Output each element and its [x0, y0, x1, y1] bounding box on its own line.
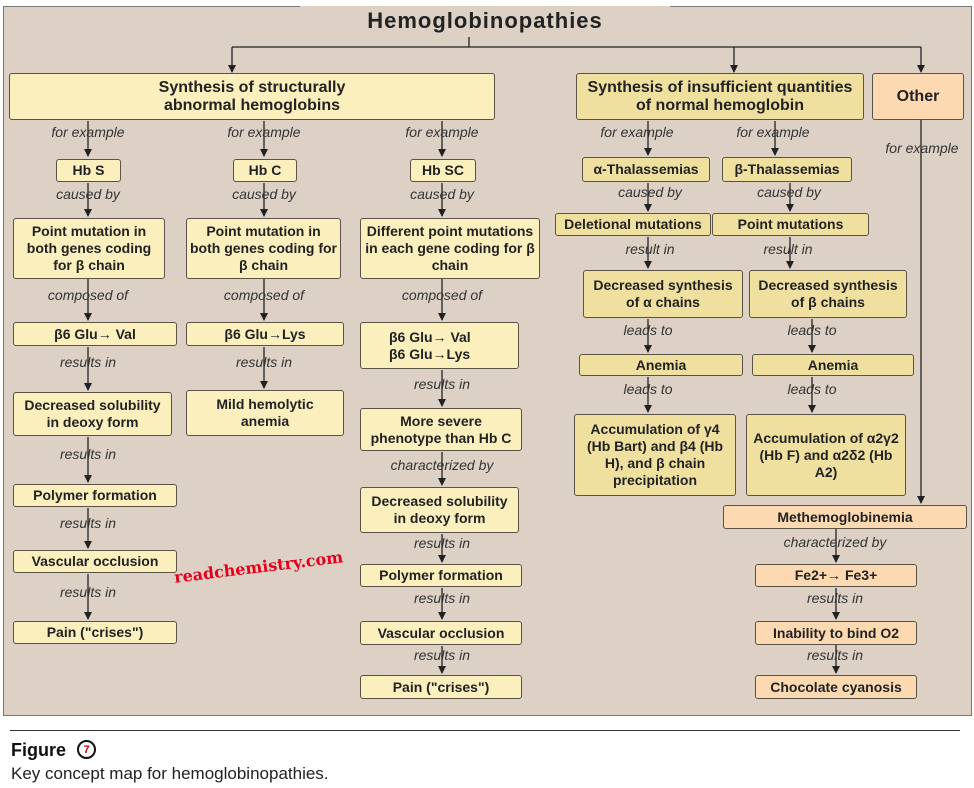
link-label: results in	[59, 354, 117, 370]
beta-result: Decreased synthesis of β chains	[749, 270, 907, 318]
link-label: for example	[227, 124, 301, 140]
hbc-effect-anemia-text: Mild hemolytic anemia	[216, 396, 314, 429]
link-label: for example	[600, 124, 674, 140]
hbsc-effect-occlusion: Vascular occlusion	[360, 621, 522, 645]
link-label: results in	[413, 590, 471, 606]
link-label: composed of	[47, 287, 129, 303]
category-insufficient: Synthesis of insufficient quantities of …	[576, 73, 864, 120]
hbs-effect-solubility: Decreased solubility in deoxy form	[13, 392, 172, 436]
diagram-title: Hemoglobinopathies	[300, 6, 670, 36]
category-insufficient-label: Synthesis of insufficient quantities of …	[587, 78, 853, 114]
link-label: results in	[413, 647, 471, 663]
link-label: results in	[59, 515, 117, 531]
hbs-effect-polymer: Polymer formation	[13, 484, 177, 507]
link-label: caused by	[410, 186, 474, 202]
link-label: leads to	[787, 322, 837, 338]
alpha-thal-node: α-Thalassemias	[582, 157, 710, 182]
beta-accumulation: Accumulation of α2γ2 (Hb F) and α2δ2 (Hb…	[746, 414, 906, 496]
beta-cause: Point mutations	[712, 213, 869, 236]
link-label: leads to	[787, 381, 837, 397]
link-label: results in	[413, 376, 471, 392]
link-label: composed of	[401, 287, 483, 303]
figure-label: Figure	[11, 740, 67, 760]
hbsc-cause: Different point mutations in each gene c…	[360, 218, 540, 279]
category-structural: Synthesis of structurally abnormal hemog…	[9, 73, 495, 120]
category-other-label: Other	[896, 87, 940, 105]
beta-result-text: Decreased synthesis of β chains	[758, 277, 898, 310]
hbs-effect-solubility-text: Decreased solubility in deoxy form	[24, 397, 161, 430]
link-label: for example	[405, 124, 479, 140]
beta-accumulation-text: Accumulation of α2γ2 (Hb F) and α2δ2 (Hb…	[753, 429, 899, 480]
link-label: characterized by	[390, 457, 494, 473]
hbsc-effect-pain: Pain ("crises")	[360, 675, 522, 699]
beta-thal-node: β-Thalassemias	[722, 157, 852, 182]
link-label: results in	[806, 590, 864, 606]
hbsc-composition: β6 Glu→ Val β6 Glu→Lys	[360, 322, 519, 369]
hbs-cause-text: Point mutation in both genes coding for …	[26, 223, 152, 273]
other-effect-oxygen: Inability to bind O2	[755, 621, 917, 645]
hbs-cause: Point mutation in both genes coding for …	[13, 218, 165, 279]
hbs-node: Hb S	[56, 159, 121, 182]
hbsc-effect-polymer: Polymer formation	[360, 564, 522, 587]
hbsc-composition-line2: β6 Glu→Lys	[389, 345, 471, 362]
category-other: Other	[872, 73, 964, 120]
hbc-node: Hb C	[233, 159, 297, 182]
caption-divider	[10, 730, 960, 731]
link-label: for example	[885, 140, 959, 156]
link-label: result in	[625, 241, 675, 257]
figure-number-badge: 7	[77, 740, 96, 759]
link-label: composed of	[223, 287, 305, 303]
alpha-accumulation-text: Accumulation of γ4 (Hb Bart) and β4 (Hb …	[586, 421, 724, 488]
figure-caption: Key concept map for hemoglobinopathies.	[11, 764, 329, 783]
alpha-result-text: Decreased synthesis of α chains	[593, 277, 733, 310]
link-label: caused by	[232, 186, 296, 202]
link-label: caused by	[757, 184, 821, 200]
alpha-result: Decreased synthesis of α chains	[583, 270, 743, 318]
other-feature: Fe2+→ Fe3+	[755, 564, 917, 587]
link-label: leads to	[623, 381, 673, 397]
hbsc-node: Hb SC	[410, 159, 476, 182]
alpha-accumulation: Accumulation of γ4 (Hb Bart) and β4 (Hb …	[574, 414, 736, 496]
beta-anemia: Anemia	[752, 354, 914, 376]
hbc-cause: Point mutation in both genes coding for …	[186, 218, 341, 279]
hbc-composition: β6 Glu→Lys	[186, 322, 344, 346]
link-label: characterized by	[783, 534, 887, 550]
hbsc-effect-phenotype: More severe phenotype than Hb C	[360, 408, 522, 451]
hbc-effect-anemia: Mild hemolytic anemia	[186, 390, 344, 436]
hbsc-effect-phenotype-text: More severe phenotype than Hb C	[370, 412, 512, 446]
hbs-composition: β6 Glu→ Val	[13, 322, 177, 346]
link-label: caused by	[56, 186, 120, 202]
link-label: leads to	[623, 322, 673, 338]
alpha-anemia: Anemia	[579, 354, 743, 376]
category-structural-label: Synthesis of structurally abnormal hemog…	[158, 78, 346, 114]
link-label: results in	[235, 354, 293, 370]
methemoglobinemia-node: Methemoglobinemia	[723, 505, 967, 529]
link-label: results in	[413, 535, 471, 551]
hbc-cause-text: Point mutation in both genes coding for …	[190, 223, 337, 273]
link-label: results in	[806, 647, 864, 663]
hbsc-composition-line1: β6 Glu→ Val	[389, 328, 471, 345]
link-label: for example	[51, 124, 125, 140]
link-label: results in	[59, 446, 117, 462]
hbsc-cause-text: Different point mutations in each gene c…	[365, 223, 535, 273]
link-label: results in	[59, 584, 117, 600]
hbsc-effect-solubility-text: Decreased solubility in deoxy form	[371, 493, 508, 526]
alpha-cause: Deletional mutations	[555, 213, 711, 236]
hbs-effect-pain: Pain ("crises")	[13, 621, 177, 644]
other-effect-cyanosis: Chocolate cyanosis	[755, 675, 917, 699]
link-label: for example	[736, 124, 810, 140]
hbs-effect-occlusion: Vascular occlusion	[13, 550, 177, 573]
hbsc-effect-solubility: Decreased solubility in deoxy form	[360, 487, 519, 533]
link-label: caused by	[618, 184, 682, 200]
link-label: result in	[763, 241, 813, 257]
